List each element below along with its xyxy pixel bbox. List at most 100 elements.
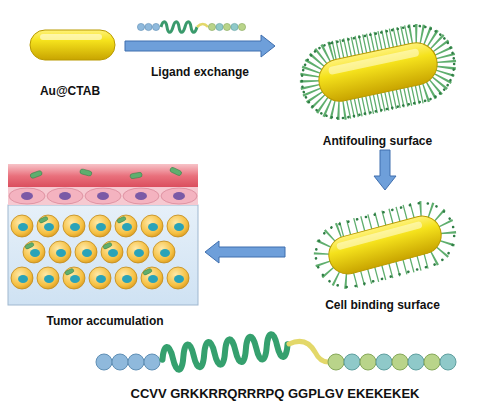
tumor-cells bbox=[11, 215, 189, 289]
illustration-node: Tumor accumulation bbox=[5, 160, 205, 330]
block-arrow bbox=[374, 150, 396, 190]
tumor-tissue-part bbox=[8, 164, 198, 188]
tumor-cells-part bbox=[44, 223, 54, 231]
peptide-sequence-diagram-part bbox=[392, 354, 408, 370]
peptide-sequence-diagram bbox=[96, 332, 456, 371]
endothelial-cells-part bbox=[85, 188, 121, 204]
tumor-cells-part bbox=[134, 249, 144, 257]
peptide-icon-part bbox=[216, 23, 223, 30]
node-label: Tumor accumulation bbox=[46, 314, 163, 328]
tumor-cells-part bbox=[122, 223, 132, 231]
endothelial-cells-part bbox=[59, 192, 71, 200]
tumor-cells-part bbox=[101, 241, 123, 263]
tumor-cells-part bbox=[153, 241, 175, 263]
tumor-cells-part bbox=[148, 223, 158, 231]
tumor-cells-part bbox=[96, 223, 106, 231]
peptide-sequence-diagram-part bbox=[112, 354, 128, 370]
tumor-cells-part bbox=[89, 215, 111, 237]
tumor-cells-part bbox=[174, 223, 184, 231]
endothelial-cells-part bbox=[135, 192, 147, 200]
tumor-cells-part bbox=[89, 267, 111, 289]
tumor-cells-part bbox=[63, 215, 85, 237]
peptide-icon-part bbox=[161, 22, 197, 33]
endothelial-cells-part bbox=[161, 188, 197, 204]
node-label: Au@CTAB bbox=[40, 84, 100, 98]
peptide-icon-part bbox=[208, 23, 215, 30]
tumor-cells-part bbox=[37, 267, 59, 289]
endothelial-cells bbox=[8, 187, 198, 205]
tumor-cells-part bbox=[167, 215, 189, 237]
gold-nanorod-part bbox=[40, 34, 102, 40]
peptide-icon-part bbox=[238, 23, 245, 30]
tumor-cells-part bbox=[39, 216, 49, 223]
nanorod-in-vessel-part bbox=[79, 169, 92, 177]
peptide-sequence-diagram-part bbox=[144, 354, 160, 370]
endothelial-cells-part bbox=[8, 187, 198, 205]
edge-label: Ligand exchange bbox=[149, 65, 251, 79]
tumor-cells-part bbox=[115, 267, 137, 289]
endothelial-cells-part bbox=[173, 192, 185, 200]
block-arrow bbox=[125, 35, 275, 57]
endothelial-cells-part bbox=[123, 188, 159, 204]
peptide-sequence-diagram-part bbox=[408, 354, 424, 370]
tumor-cells-part bbox=[65, 268, 75, 275]
cell-binding-rod-part bbox=[325, 212, 446, 278]
peptide-icon-part bbox=[145, 23, 152, 30]
tumor-cells-part bbox=[25, 242, 35, 249]
tumor-cells-part bbox=[11, 267, 33, 289]
tumor-cells-part bbox=[23, 241, 45, 263]
tumor-cells-part bbox=[70, 223, 80, 231]
peptide-sequence: CCVV GRKKRRQRRRPQ GGPLGV EKEKEKEK bbox=[131, 386, 420, 401]
peptide-sequence-diagram-part bbox=[128, 354, 144, 370]
tumor-cells-part bbox=[127, 241, 149, 263]
tumor-cells-part bbox=[44, 275, 54, 283]
illustration-node: Antifouling surface bbox=[275, 5, 480, 150]
tumor-cells-part bbox=[174, 275, 184, 283]
peptide-sequence-diagram-part bbox=[360, 354, 376, 370]
peptide-icon bbox=[137, 22, 245, 33]
peptide-sequence-diagram-part bbox=[289, 341, 328, 362]
antifouling-rod bbox=[295, 19, 461, 125]
peptide-icon-part bbox=[223, 23, 230, 30]
illustration-node: Cell binding surface bbox=[285, 190, 480, 314]
tumor-cells-part bbox=[103, 242, 113, 249]
tumor-cells-part bbox=[141, 267, 163, 289]
tumor-cells-part bbox=[148, 275, 158, 283]
antifouling-rod-part bbox=[295, 19, 461, 125]
tumor-cells-part bbox=[18, 275, 28, 283]
peptide-sequence-diagram-part bbox=[344, 354, 360, 370]
peptide-sequence-diagram-part bbox=[328, 354, 344, 370]
tumor-cells-part bbox=[75, 241, 97, 263]
endothelial-cells-part bbox=[9, 188, 45, 204]
peptide-icon-part bbox=[197, 24, 208, 27]
antifouling-rod-part bbox=[315, 39, 441, 105]
tumor-cells-part bbox=[143, 268, 153, 275]
tumor-cells-part bbox=[37, 215, 59, 237]
tumor-cells-part bbox=[82, 249, 92, 257]
tumor-cells-part bbox=[160, 249, 170, 257]
tumor-cells-part bbox=[30, 249, 40, 257]
endothelial-cells-part bbox=[97, 192, 109, 200]
nanorod-in-vessel bbox=[30, 167, 183, 179]
tumor-cells-part bbox=[49, 241, 71, 263]
illustration-node: Au@CTAB bbox=[15, 20, 125, 100]
cell-binding-rod-part bbox=[336, 221, 423, 251]
cell-binding-rod-part bbox=[325, 212, 446, 278]
gold-nanorod bbox=[30, 30, 115, 60]
tumor-tissue bbox=[8, 164, 198, 305]
tumor-cells-part bbox=[70, 275, 80, 283]
peptide-icon-part bbox=[231, 23, 238, 30]
tumor-cells-part bbox=[18, 223, 28, 231]
cell-binding-rod-part bbox=[309, 196, 462, 294]
tumor-cells-part bbox=[96, 275, 106, 283]
tumor-cells-part bbox=[115, 215, 137, 237]
nanorod-in-vessel-part bbox=[169, 167, 182, 177]
peptide-sequence-diagram-part bbox=[376, 354, 392, 370]
nanorod-in-vessel-part bbox=[130, 172, 143, 179]
tumor-cells-part bbox=[56, 249, 66, 257]
nanorod-in-vessel-part bbox=[30, 170, 43, 179]
peptide-sequence-diagram-part bbox=[161, 332, 289, 371]
tumor-tissue-part bbox=[8, 205, 198, 305]
peptide-icon-part bbox=[137, 23, 144, 30]
